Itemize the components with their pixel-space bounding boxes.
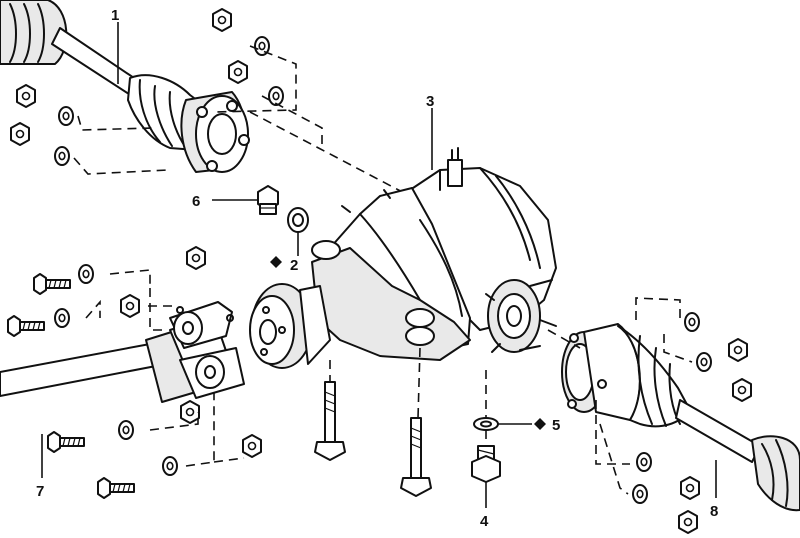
washer xyxy=(54,308,70,328)
bolt xyxy=(7,315,45,337)
callout-7: 7 xyxy=(36,483,44,500)
washer xyxy=(636,452,652,472)
drain-plug xyxy=(471,445,501,483)
bolt xyxy=(33,273,71,295)
washer xyxy=(162,456,178,476)
mount-bolt xyxy=(400,417,432,497)
filler-gasket xyxy=(287,207,309,233)
washer xyxy=(78,264,94,284)
washer xyxy=(632,484,648,504)
nut xyxy=(728,338,748,362)
nut xyxy=(242,434,262,458)
washer xyxy=(696,352,712,372)
nut xyxy=(732,378,752,402)
nut xyxy=(680,476,700,500)
washer xyxy=(268,86,284,106)
diamond-marker xyxy=(534,418,546,430)
nut xyxy=(10,122,30,146)
nut xyxy=(678,510,698,534)
nut xyxy=(228,60,248,84)
propeller-shaft-fasteners xyxy=(7,246,262,499)
washer xyxy=(58,106,74,126)
washer xyxy=(54,146,70,166)
mount-bolt xyxy=(314,381,346,461)
diamond-marker xyxy=(270,256,282,268)
differential-carrier xyxy=(249,147,557,369)
washer xyxy=(684,312,700,332)
callout-8: 8 xyxy=(710,503,718,520)
nut xyxy=(16,84,36,108)
flange-fasteners-right xyxy=(547,297,752,534)
nut xyxy=(180,400,200,424)
bolt xyxy=(97,477,135,499)
propeller-shaft xyxy=(0,301,245,403)
callout-5: 5 xyxy=(552,417,560,434)
drain-gasket xyxy=(473,417,499,431)
callouts: 1 3 6 2 7 5 4 8 xyxy=(36,7,718,530)
nut xyxy=(186,246,206,270)
flange-fasteners-left xyxy=(10,8,411,197)
bolt xyxy=(47,431,85,453)
drive-shaft-right xyxy=(561,323,800,512)
nut xyxy=(212,8,232,32)
carrier-mount-bolts xyxy=(314,347,432,497)
callout-4: 4 xyxy=(480,513,489,530)
callout-6: 6 xyxy=(192,193,200,210)
washer xyxy=(118,420,134,440)
callout-1: 1 xyxy=(111,7,119,24)
callout-3: 3 xyxy=(426,93,434,110)
nut xyxy=(120,294,140,318)
filler-plug xyxy=(257,185,279,215)
drive-shaft-left xyxy=(0,0,250,173)
callout-2: 2 xyxy=(290,257,298,274)
